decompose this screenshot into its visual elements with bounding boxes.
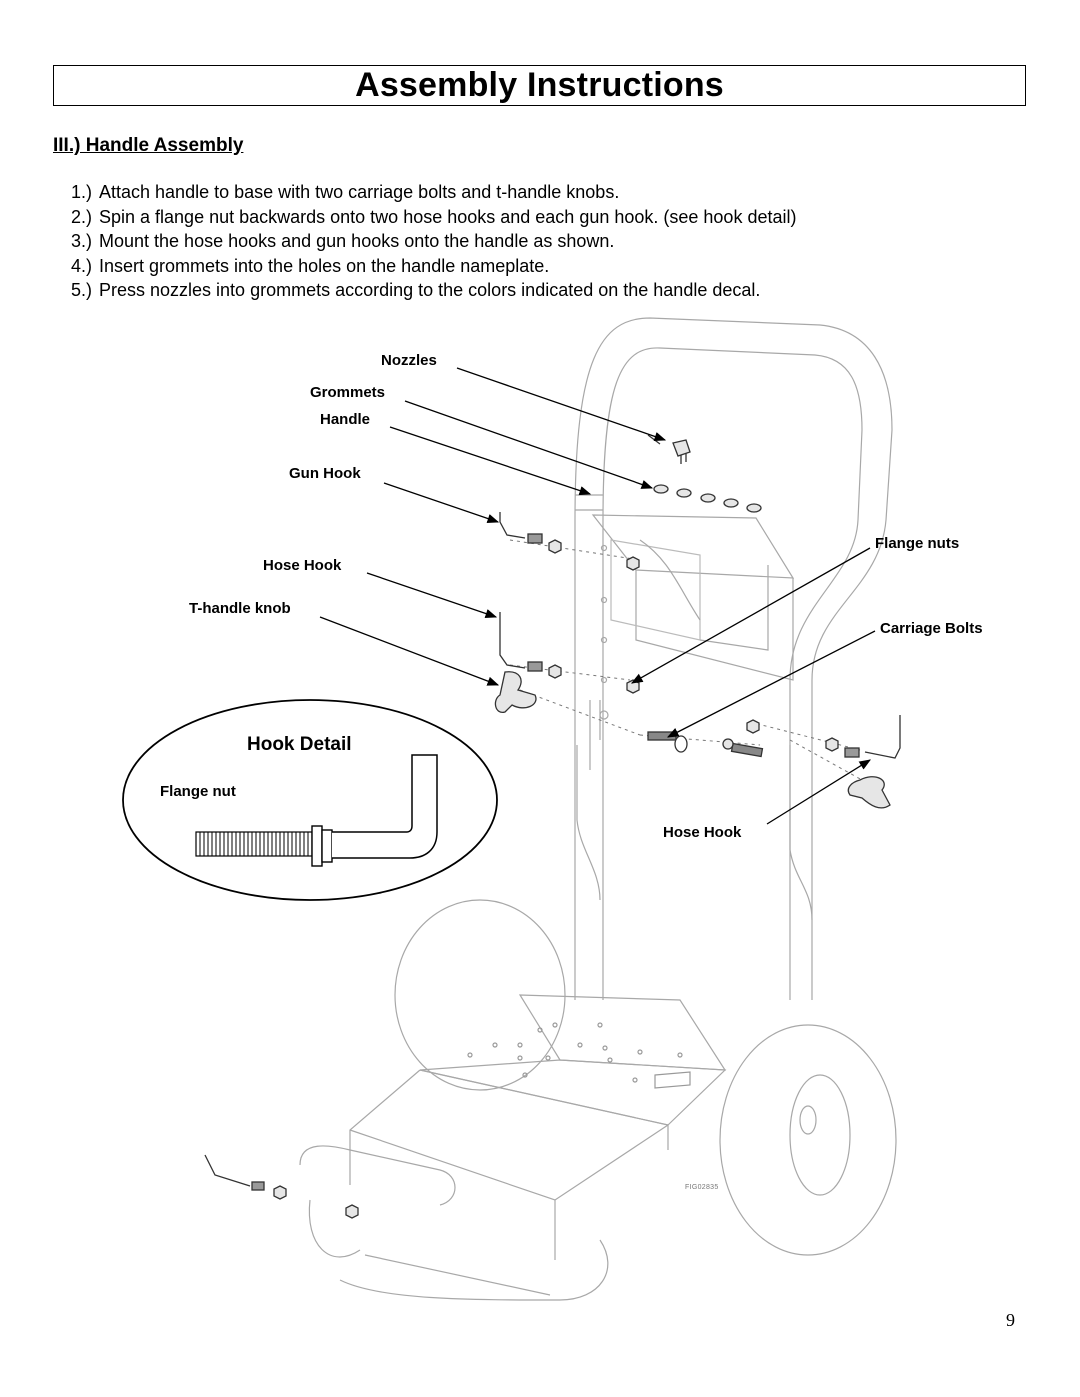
step-number: 3.) bbox=[70, 231, 92, 251]
step-text: Attach handle to base with two carriage … bbox=[99, 182, 620, 202]
hardware-parts bbox=[204, 434, 901, 1219]
label-handle: Handle bbox=[320, 411, 371, 428]
assembly-guides bbox=[509, 539, 881, 791]
step-item: 3.) Mount the hose hooks and gun hooks on… bbox=[33, 229, 1033, 254]
label-hose-hook-left: Hose Hook bbox=[263, 557, 342, 574]
step-item: 2.) Spin a flange nut backwards onto two … bbox=[33, 205, 1033, 230]
page-title: Assembly Instructions bbox=[355, 66, 724, 104]
step-number: 4.) bbox=[70, 255, 92, 276]
step-item: 1.) Attach handle to base with two carria… bbox=[33, 180, 1033, 205]
label-flange-nuts: Flange nuts bbox=[875, 535, 960, 552]
step-text: Insert grommets into the holes on the ha… bbox=[99, 255, 550, 276]
section-heading: III.) Handle Assembly bbox=[53, 135, 244, 156]
step-number: 1.) bbox=[70, 182, 92, 202]
step-text: Mount the hose hooks and gun hooks onto … bbox=[99, 231, 615, 251]
label-gun-hook: Gun Hook bbox=[289, 465, 361, 482]
hook-detail-drawing bbox=[122, 699, 498, 901]
assembly-diagram bbox=[122, 317, 901, 1301]
label-nozzles: Nozzles bbox=[381, 352, 437, 369]
steps-list: 1.) Attach handle to base with two carria… bbox=[33, 180, 1033, 303]
step-text: Press nozzles into grommets according to… bbox=[99, 280, 761, 300]
step-number: 2.) bbox=[70, 206, 92, 227]
step-number: 5.) bbox=[70, 280, 92, 300]
page-number: 9 bbox=[1006, 1310, 1015, 1330]
label-hose-hook-right: Hose Hook bbox=[663, 824, 742, 841]
step-item: 4.) Insert grommets into the holes on the… bbox=[33, 254, 1033, 279]
label-grommets: Grommets bbox=[310, 384, 386, 401]
step-text: Spin a flange nut backwards onto two hos… bbox=[99, 206, 797, 227]
step-item: 5.) Press nozzles into grommets according… bbox=[33, 278, 1033, 303]
label-t-handle-knob: T-handle knob bbox=[189, 600, 291, 617]
figure-code: FIG02835 bbox=[685, 1184, 719, 1191]
label-carriage-bolts: Carriage Bolts bbox=[880, 620, 983, 637]
label-flange-nut: Flange nut bbox=[160, 783, 236, 800]
title-box: Assembly Instructions bbox=[53, 65, 1026, 106]
hook-detail-title: Hook Detail bbox=[247, 734, 352, 755]
